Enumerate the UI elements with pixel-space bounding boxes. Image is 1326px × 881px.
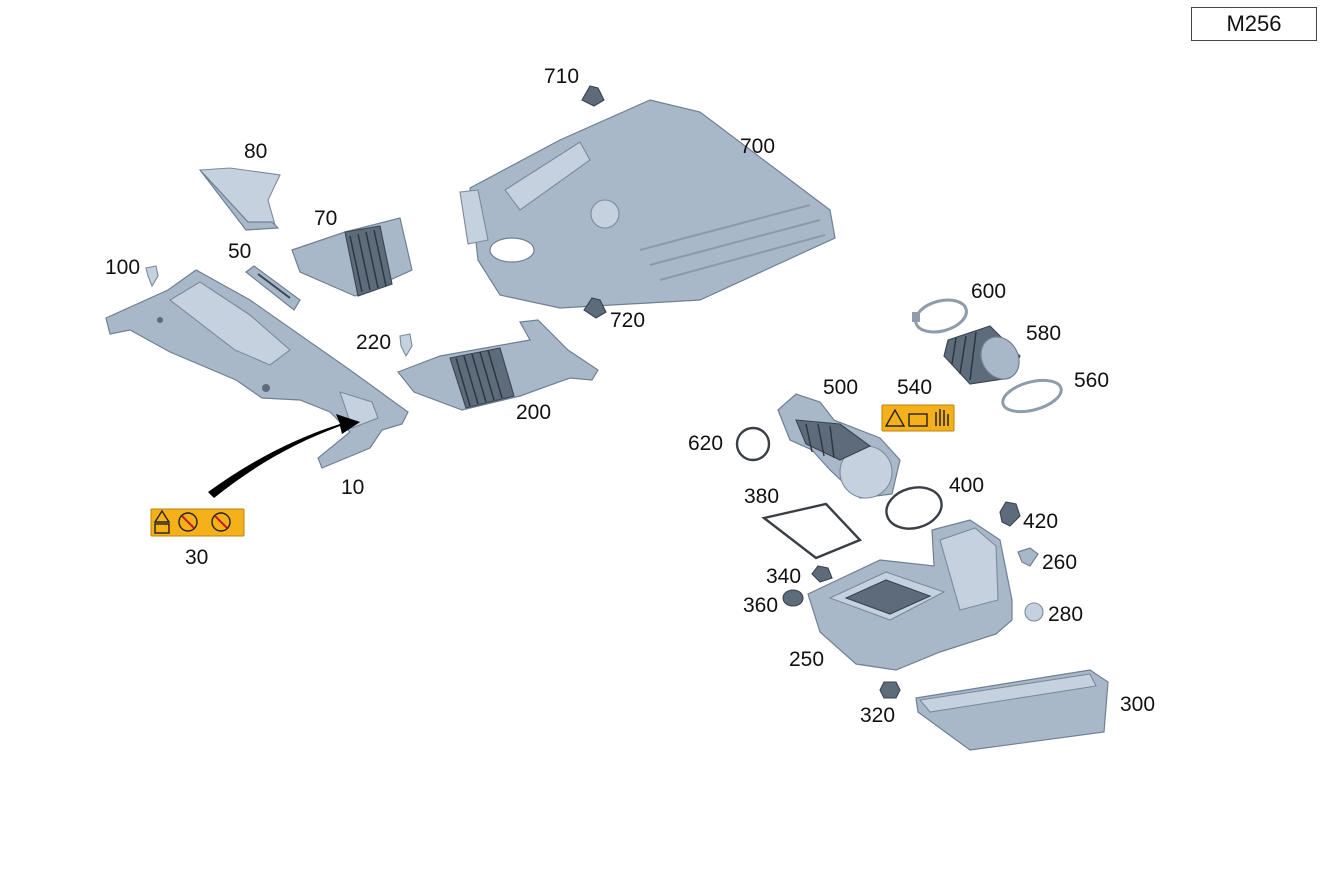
part-280-plug[interactable] <box>1024 602 1044 622</box>
no-hands-icon <box>178 512 198 532</box>
callout-400: 400 <box>949 474 984 497</box>
callout-700: 700 <box>740 135 775 158</box>
part-710-grommet[interactable] <box>581 85 605 107</box>
part-580-bellows-hose[interactable] <box>943 325 1027 386</box>
callout-70: 70 <box>314 207 337 230</box>
callout-220: 220 <box>356 331 391 354</box>
part-420-grommet[interactable] <box>999 501 1021 527</box>
model-code: M256 <box>1226 11 1282 36</box>
part-70-intake-bellows[interactable] <box>291 217 413 297</box>
callout-280: 280 <box>1048 603 1083 626</box>
callout-560: 560 <box>1074 369 1109 392</box>
callout-540: 540 <box>897 376 932 399</box>
callout-250: 250 <box>789 648 824 671</box>
part-30-warning-label[interactable] <box>150 508 245 537</box>
part-200-intake-duct[interactable] <box>397 319 599 411</box>
callout-710: 710 <box>544 65 579 88</box>
part-700-engine-cover[interactable] <box>459 99 836 309</box>
part-620-seal-ring[interactable] <box>735 426 771 462</box>
callout-50: 50 <box>228 240 251 263</box>
callout-200: 200 <box>516 401 551 424</box>
callout-500: 500 <box>823 376 858 399</box>
callout-720: 720 <box>610 309 645 332</box>
part-10-air-duct-bracket[interactable] <box>105 269 409 469</box>
callout-30: 30 <box>185 546 208 569</box>
callout-80: 80 <box>244 140 267 163</box>
callout-360: 360 <box>743 594 778 617</box>
part-320-grommet[interactable] <box>879 681 901 699</box>
part-540-warning-label[interactable] <box>881 404 955 432</box>
callout-600: 600 <box>971 280 1006 303</box>
part-300-air-filter-element[interactable] <box>915 669 1109 751</box>
part-400-seal-ring[interactable] <box>882 481 946 534</box>
part-600-clamp-ring[interactable] <box>912 295 970 337</box>
part-250-air-filter-housing[interactable] <box>807 519 1013 671</box>
callout-320: 320 <box>860 704 895 727</box>
callout-620: 620 <box>688 432 723 455</box>
part-720-grommet[interactable] <box>583 297 607 319</box>
callout-420: 420 <box>1023 510 1058 533</box>
callout-380: 380 <box>744 485 779 508</box>
callout-10: 10 <box>341 476 364 499</box>
part-360-grommet[interactable] <box>782 589 804 607</box>
callout-340: 340 <box>766 565 801 588</box>
leader-arrow-30-to-10 <box>208 414 360 498</box>
part-80-air-duct-cover[interactable] <box>198 167 281 231</box>
no-tools-icon <box>211 512 231 532</box>
callout-260: 260 <box>1042 551 1077 574</box>
model-code-box: M256 <box>1191 7 1317 41</box>
part-260-connector[interactable] <box>1017 547 1039 567</box>
part-50-grille-strip[interactable] <box>245 265 301 311</box>
callout-300: 300 <box>1120 693 1155 716</box>
part-220-clip[interactable] <box>399 333 413 358</box>
part-500-air-intake-housing[interactable] <box>777 393 901 499</box>
part-100-clip[interactable] <box>145 265 159 288</box>
callout-580: 580 <box>1026 322 1061 345</box>
part-340-grommet[interactable] <box>811 565 833 583</box>
part-560-clamp-ring[interactable] <box>999 375 1064 418</box>
part-380-gasket[interactable] <box>761 502 863 560</box>
callout-100: 100 <box>105 256 140 279</box>
